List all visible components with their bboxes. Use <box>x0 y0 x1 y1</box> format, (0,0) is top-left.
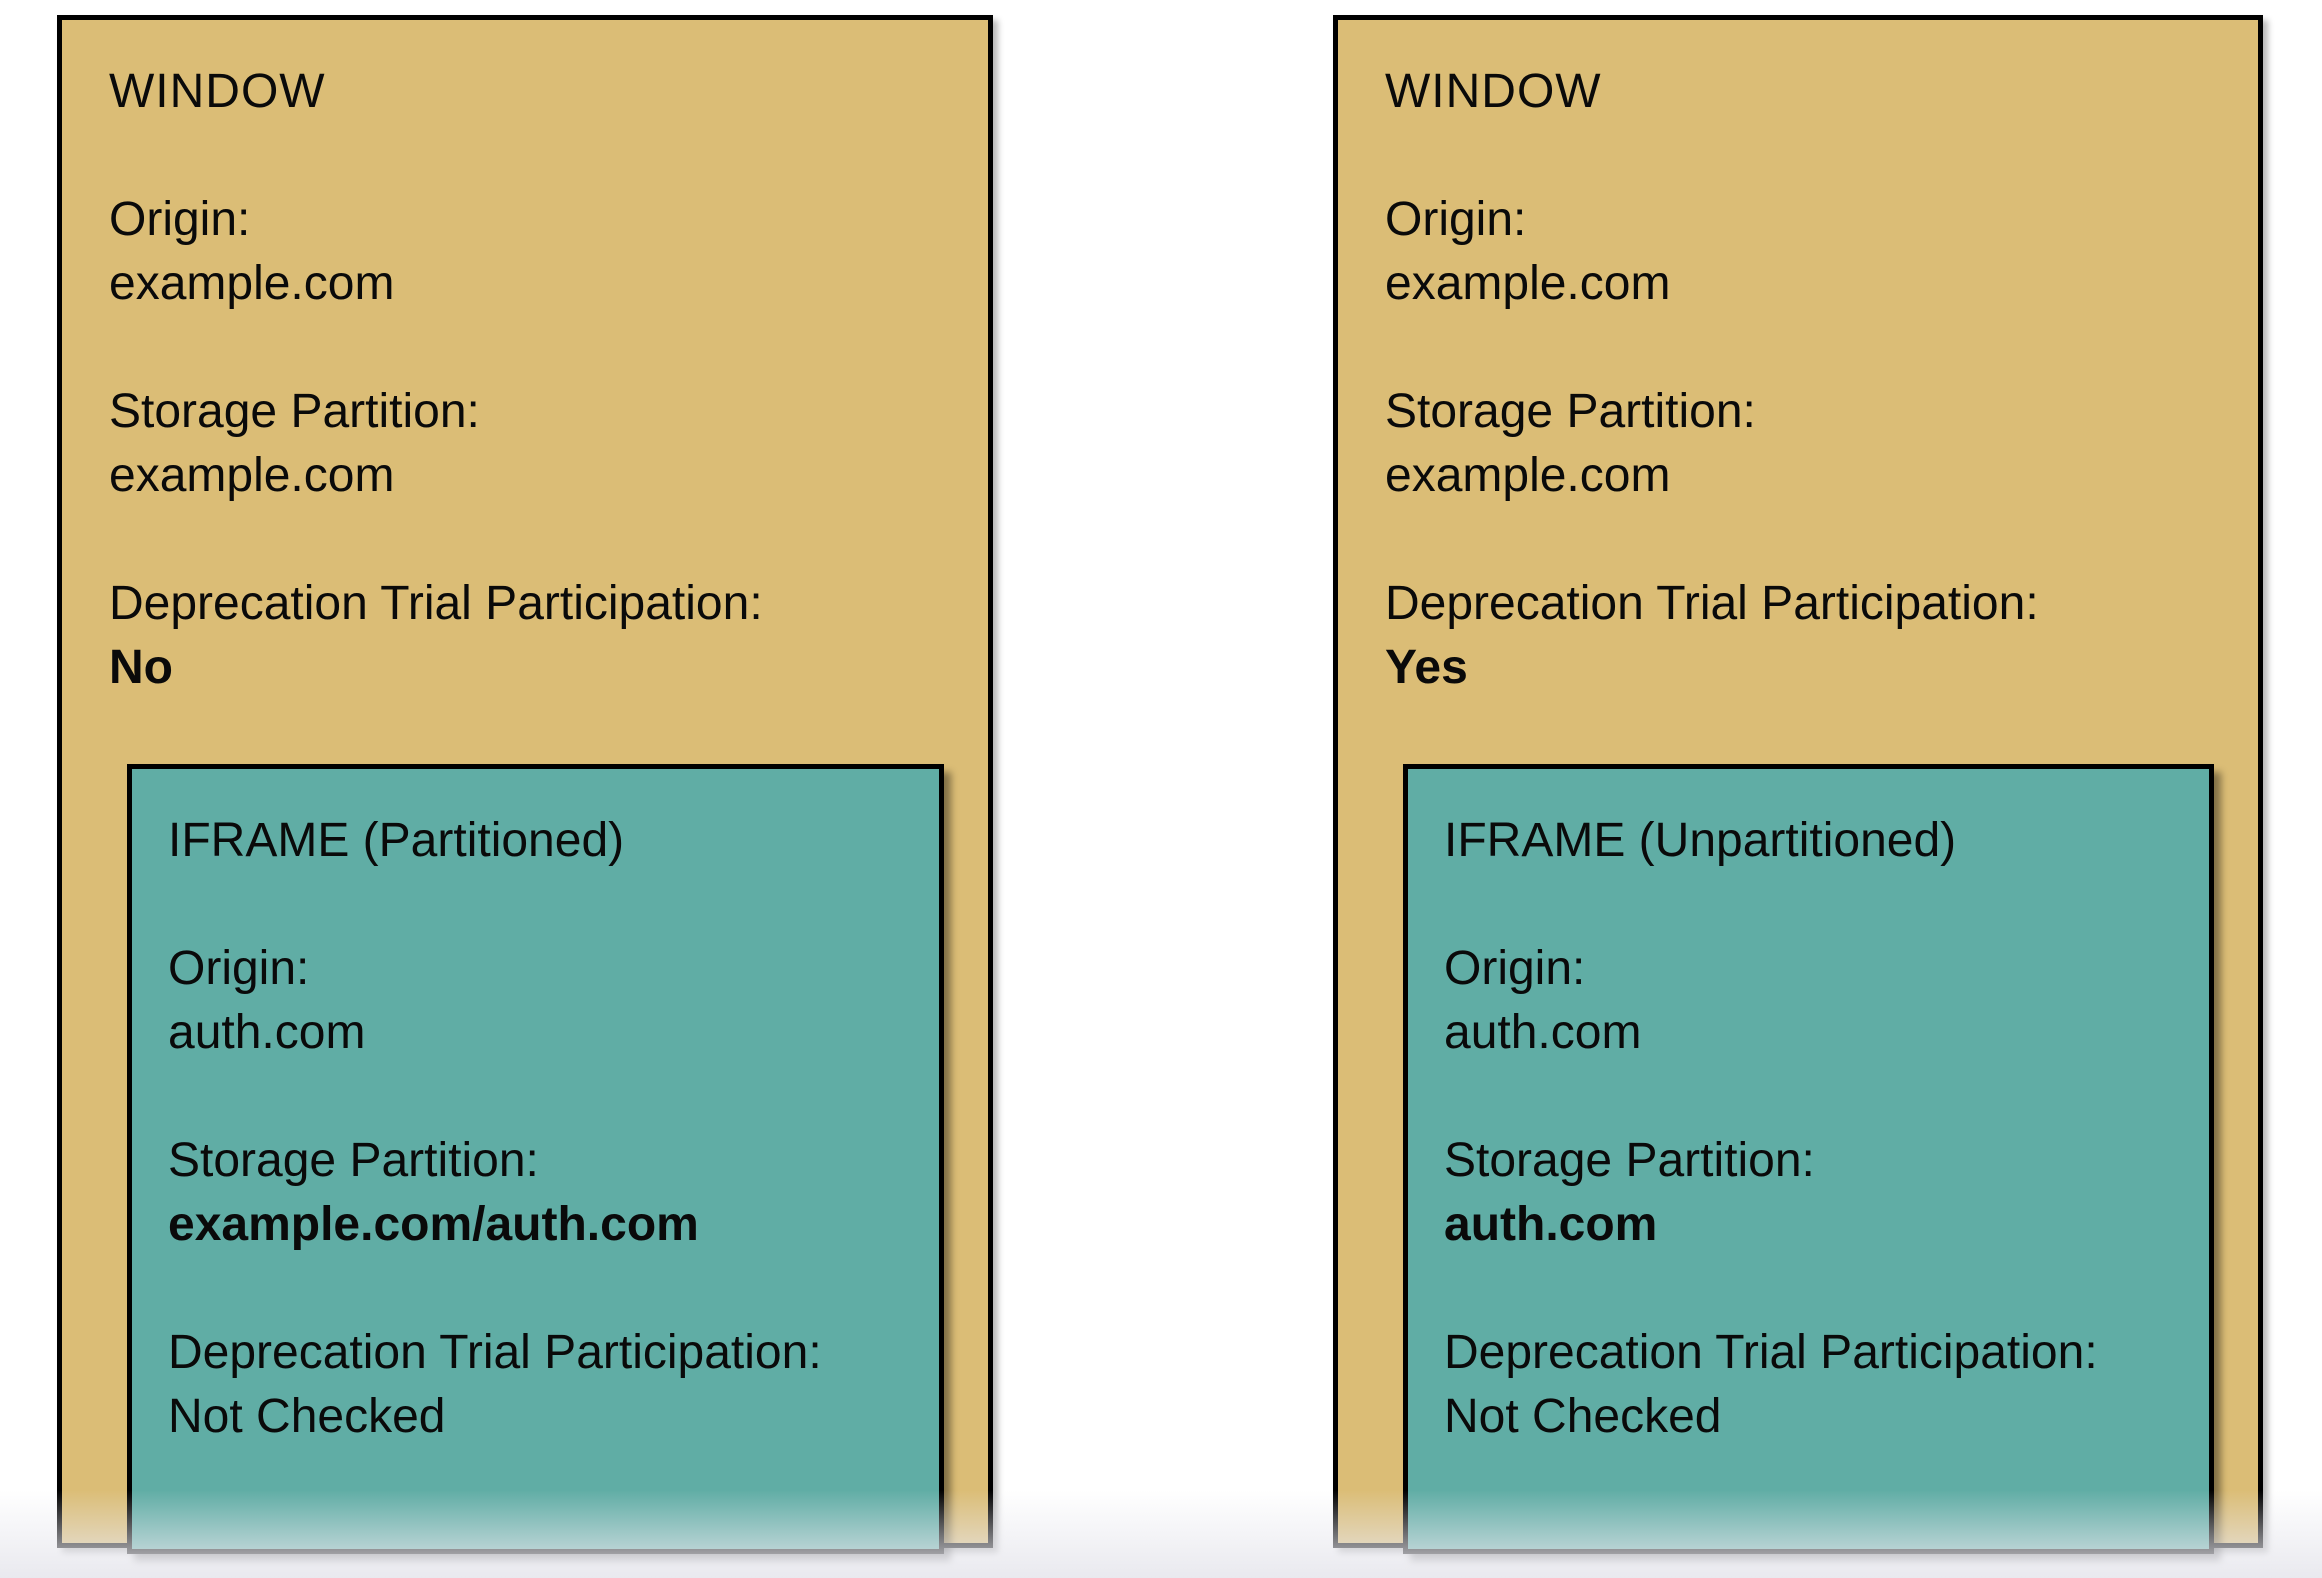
storage-partition-value: example.com <box>1385 449 1671 502</box>
origin-value: example.com <box>1385 257 1671 310</box>
window-title: WINDOW <box>109 65 326 118</box>
origin-label: Origin: <box>109 193 251 246</box>
iframe-deprecation-trial-field: Deprecation Trial Participation: Not Che… <box>1444 1321 2179 1449</box>
storage-partition-label: Storage Partition: <box>168 1134 539 1187</box>
iframe-storage-partition-field: Storage Partition: example.com/auth.com <box>168 1129 909 1257</box>
iframe-origin-field: Origin: auth.com <box>1444 937 2179 1065</box>
window-box-partitioned: WINDOW Origin: example.com Storage Parti… <box>57 15 993 1554</box>
window-origin-field: Origin: example.com <box>109 188 946 316</box>
deprecation-trial-label: Deprecation Trial Participation: <box>1444 1326 2098 1379</box>
window-box-unpartitioned: WINDOW Origin: example.com Storage Parti… <box>1333 15 2263 1554</box>
deprecation-trial-value: Not Checked <box>168 1390 446 1443</box>
iframe-title: IFRAME (Partitioned) <box>168 814 625 867</box>
storage-partition-value: example.com/auth.com <box>168 1198 699 1251</box>
storage-partition-label: Storage Partition: <box>1444 1134 1815 1187</box>
storage-partition-value: auth.com <box>1444 1198 1658 1251</box>
iframe-box-partitioned: IFRAME (Partitioned) Origin: auth.com St… <box>127 764 944 1554</box>
window-deprecation-trial-field: Deprecation Trial Participation: No <box>109 572 946 700</box>
storage-partition-label: Storage Partition: <box>1385 385 1756 438</box>
window-storage-partition-field: Storage Partition: example.com <box>109 380 946 508</box>
iframe-deprecation-trial-field: Deprecation Trial Participation: Not Che… <box>168 1321 909 1449</box>
window-title: WINDOW <box>1385 65 1602 118</box>
window-deprecation-trial-field: Deprecation Trial Participation: Yes <box>1385 572 2216 700</box>
origin-label: Origin: <box>168 942 310 995</box>
origin-value: auth.com <box>1444 1006 1642 1059</box>
deprecation-trial-label: Deprecation Trial Participation: <box>1385 577 2039 630</box>
iframe-title: IFRAME (Unpartitioned) <box>1444 814 1957 867</box>
origin-label: Origin: <box>1385 193 1527 246</box>
deprecation-trial-value: Not Checked <box>1444 1390 1722 1443</box>
origin-value: example.com <box>109 257 395 310</box>
origin-label: Origin: <box>1444 942 1586 995</box>
iframe-box-unpartitioned: IFRAME (Unpartitioned) Origin: auth.com … <box>1403 764 2214 1554</box>
storage-partition-label: Storage Partition: <box>109 385 480 438</box>
window-storage-partition-field: Storage Partition: example.com <box>1385 380 2216 508</box>
window-origin-field: Origin: example.com <box>1385 188 2216 316</box>
deprecation-trial-label: Deprecation Trial Participation: <box>168 1326 822 1379</box>
origin-value: auth.com <box>168 1006 366 1059</box>
iframe-storage-partition-field: Storage Partition: auth.com <box>1444 1129 2179 1257</box>
deprecation-trial-value: Yes <box>1385 641 1468 694</box>
deprecation-trial-value: No <box>109 641 173 694</box>
iframe-origin-field: Origin: auth.com <box>168 937 909 1065</box>
deprecation-trial-label: Deprecation Trial Participation: <box>109 577 763 630</box>
storage-partition-value: example.com <box>109 449 395 502</box>
